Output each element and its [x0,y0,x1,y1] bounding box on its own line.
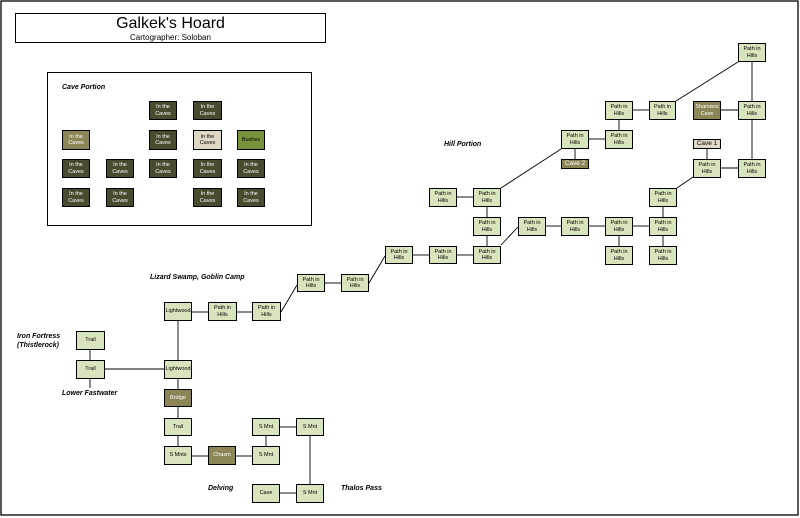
hill-path-room[interactable]: Path in Hills [693,159,721,178]
hill-path-room[interactable]: Path in Hills [473,217,501,236]
cave-room[interactable]: In the Caves [62,159,90,178]
hill-path-room[interactable]: Path in Hills [561,217,589,236]
lizard-swamp-label: Lizard Swamp, Goblin Camp [150,274,245,281]
hill-path-room[interactable]: Path in Hills [252,302,281,321]
cave-room[interactable]: In the Caves [62,130,90,150]
cave-room[interactable]: In the Caves [193,188,222,207]
hill-path-room[interactable]: Path in Hills [341,274,369,292]
lower-fastwater-label: Lower Fastwater [62,390,118,397]
lightwood-room[interactable]: Lightwood [164,302,192,321]
shamans-cave-room[interactable]: Shamans Cave [693,101,721,120]
cave-room[interactable]: In the Caves [149,101,177,120]
hill-path-room[interactable]: Path in Hills [208,302,237,321]
hill-path-room[interactable]: Path in Hills [649,188,677,207]
map-subtitle: Cartographer: Soloban [15,33,326,43]
hill-path-room[interactable]: Path in Hills [738,43,766,62]
cave-portion-panel [47,72,312,226]
hill-path-room[interactable]: Path in Hills [429,188,457,207]
hill-path-room[interactable]: Path in Hills [385,246,413,264]
cave-portion-label: Cave Portion [62,84,106,91]
delving-label: Delving [208,485,234,492]
s-mnts-room[interactable]: S Mnts [164,446,192,465]
s-mnt-room[interactable]: S Mnt [296,418,324,436]
cave-room[interactable]: In the Caves [149,130,177,150]
hill-path-room[interactable]: Path in Hills [518,217,546,236]
cave-room[interactable]: In the Caves [237,188,265,207]
delving-cave-room[interactable]: Cave [252,484,280,503]
hill-path-room[interactable]: Path in Hills [738,159,766,178]
map-title: Galkek's Hoard [15,13,326,35]
cave-room[interactable]: In the Caves [193,101,222,120]
cave-room[interactable]: In the Caves [149,159,177,178]
s-mnt-room[interactable]: S Mnt [296,484,324,503]
trail-room[interactable]: Trail [76,331,105,350]
bushes-room[interactable]: Bushes [237,130,265,150]
hill-path-room[interactable]: Path in Hills [605,246,633,265]
cave-2-marker: Cave 2 [561,159,589,169]
trail-room[interactable]: Trail [76,360,105,379]
hill-path-room[interactable]: Path in Hills [605,217,633,236]
hill-path-room[interactable]: Path in Hills [473,188,501,207]
cave-room[interactable]: In the Caves [193,159,222,178]
cave-room[interactable]: In the Caves [106,159,134,178]
s-mnt-room[interactable]: S Mnt [252,446,280,465]
s-mnt-room[interactable]: S Mnt [252,418,280,436]
hill-path-room[interactable]: Path in Hills [297,274,325,292]
bridge-room[interactable]: Bridge [164,389,192,407]
hill-path-room[interactable]: Path in Hills [649,246,677,265]
hill-path-room[interactable]: Path in Hills [473,246,501,264]
cave-room[interactable]: In the Caves [237,159,265,178]
cave-room[interactable]: In the Caves [193,130,222,150]
cave-1-marker: Cave 1 [693,139,721,149]
thalos-pass-label: Thalos Pass [341,485,382,492]
hill-path-room[interactable]: Path in Hills [605,101,633,120]
hill-path-room[interactable]: Path in Hills [429,246,457,264]
trail-room[interactable]: Trail [164,418,192,436]
iron-fortress-label: Iron Fortress (Thistlerock) [17,333,61,349]
lightwood-room[interactable]: Lightwood [164,360,192,379]
hill-path-room[interactable]: Path in Hills [561,130,589,149]
chasm-room[interactable]: Chasm [208,446,236,465]
hill-path-room[interactable]: Path in Hills [738,101,766,120]
hill-path-room[interactable]: Path in Hills [649,217,677,236]
hill-path-room[interactable]: Path in Hills [605,130,633,149]
hill-path-room[interactable]: Path in Hills [649,101,676,120]
cave-room[interactable]: In the Caves [62,188,90,207]
hill-portion-label: Hill Portion [444,141,482,148]
cave-room[interactable]: In the Caves [106,188,134,207]
